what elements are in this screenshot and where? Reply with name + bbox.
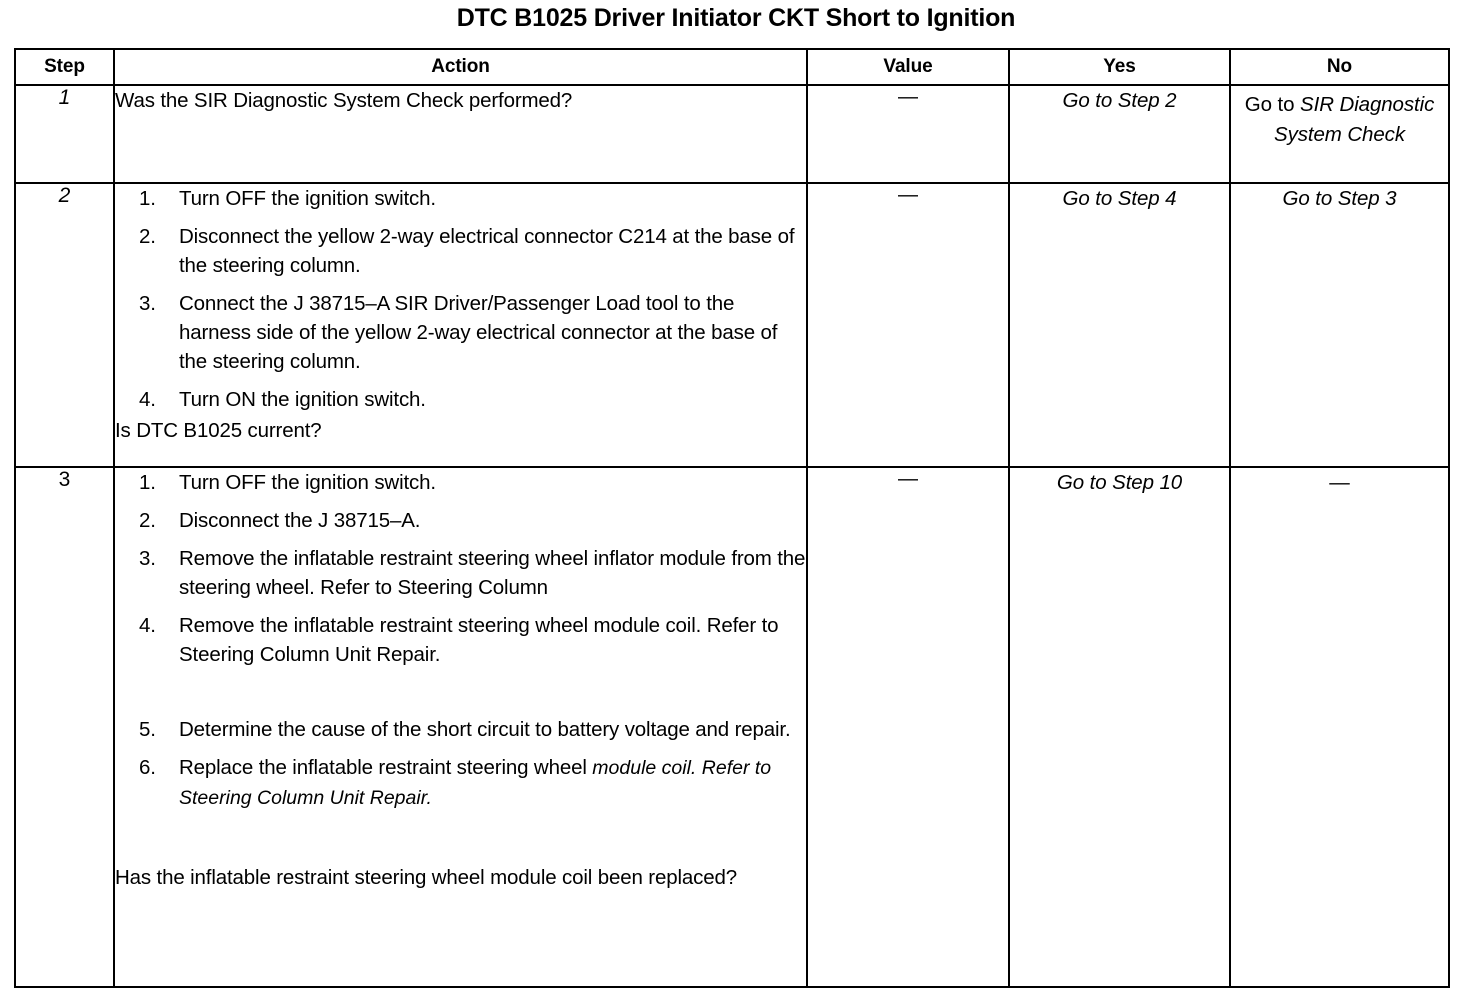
list-item-text: Disconnect the yellow 2-way electrical c… bbox=[179, 225, 795, 277]
action-cell: 1. Turn OFF the ignition switch. 2. Discon… bbox=[113, 182, 808, 468]
list-item: 5. Determine the cause of the short circu… bbox=[115, 715, 806, 744]
list-item-number: 1. bbox=[139, 471, 156, 494]
action-cell: 1. Turn OFF the ignition switch. 2. Discon… bbox=[113, 466, 808, 988]
column-header-yes: Yes bbox=[1008, 48, 1231, 86]
table-row: 3 1. Turn OFF the ignition switch. 2. Disc… bbox=[14, 466, 1450, 988]
list-item-text: Remove the inflatable restraint steering… bbox=[179, 614, 779, 666]
list-item-number: 6. bbox=[139, 756, 156, 779]
yes-cell: Go to Step 2 bbox=[1008, 84, 1231, 184]
list-item: 3. Connect the J 38715–A SIR Driver/Passe… bbox=[115, 289, 806, 376]
no-cell: Go to SIR Diagnostic System Check bbox=[1229, 84, 1450, 184]
list-item: 2. Disconnect the J 38715–A. bbox=[115, 506, 806, 535]
list-item-number: 3. bbox=[139, 292, 156, 315]
list-item-text: Turn ON the ignition switch. bbox=[179, 388, 426, 411]
action-question: Is DTC B1025 current? bbox=[115, 419, 322, 442]
list-item-text: Turn OFF the ignition switch. bbox=[179, 471, 436, 494]
list-item-text: Replace the inflatable restraint steerin… bbox=[179, 756, 593, 779]
diagnostic-table: Step Action Value Yes No 1 Was the SIR D… bbox=[14, 48, 1450, 988]
action-step-list: 1. Turn OFF the ignition switch. 2. Discon… bbox=[115, 468, 806, 813]
list-item-number: 4. bbox=[139, 614, 156, 637]
list-item: 4. Turn ON the ignition switch. bbox=[115, 385, 806, 414]
yes-cell: Go to Step 10 bbox=[1008, 466, 1231, 988]
no-emphasis: SIR Diagnostic System Check bbox=[1274, 93, 1435, 146]
action-question: Has the inflatable restraint steering wh… bbox=[115, 866, 737, 889]
step-number: 1 bbox=[14, 84, 115, 184]
step-number: 2 bbox=[14, 182, 115, 468]
list-item-number: 4. bbox=[139, 388, 156, 411]
list-item-text: Disconnect the J 38715–A. bbox=[179, 509, 421, 532]
list-item-number: 2. bbox=[139, 509, 156, 532]
list-item-number: 5. bbox=[139, 718, 156, 741]
list-item-number: 2. bbox=[139, 225, 156, 248]
no-cell: — bbox=[1229, 466, 1450, 988]
column-header-value: Value bbox=[806, 48, 1010, 86]
no-cell: Go to Step 3 bbox=[1229, 182, 1450, 468]
column-header-action: Action bbox=[113, 48, 808, 86]
list-item: 1. Turn OFF the ignition switch. bbox=[115, 468, 806, 497]
list-item: 6. Replace the inflatable restraint steer… bbox=[115, 753, 806, 813]
action-question: Was the SIR Diagnostic System Check perf… bbox=[115, 89, 573, 112]
list-item-text: Remove the inflatable restraint steering… bbox=[179, 547, 806, 599]
list-item-number: 1. bbox=[139, 187, 156, 210]
yes-cell: Go to Step 4 bbox=[1008, 182, 1231, 468]
list-item: 4. Remove the inflatable restraint steeri… bbox=[115, 611, 806, 669]
step-number: 3 bbox=[14, 466, 115, 988]
page-title: DTC B1025 Driver Initiator CKT Short to … bbox=[456, 4, 1016, 32]
list-item: 2. Disconnect the yellow 2-way electrical… bbox=[115, 222, 806, 280]
column-header-step: Step bbox=[14, 48, 115, 86]
list-item-text: Connect the J 38715–A SIR Driver/Passeng… bbox=[179, 292, 778, 373]
action-cell: Was the SIR Diagnostic System Check perf… bbox=[113, 84, 808, 184]
no-dash: — bbox=[1329, 471, 1350, 494]
table-row: 1 Was the SIR Diagnostic System Check pe… bbox=[14, 84, 1450, 184]
column-header-no: No bbox=[1229, 48, 1450, 86]
list-item: 3. Remove the inflatable restraint steeri… bbox=[115, 544, 806, 602]
list-item: 1. Turn OFF the ignition switch. bbox=[115, 184, 806, 213]
table-row: 2 1. Turn OFF the ignition switch. 2. Disc… bbox=[14, 182, 1450, 468]
list-item-text: Determine the cause of the short circuit… bbox=[179, 718, 791, 741]
table-header-row: Step Action Value Yes No bbox=[14, 48, 1450, 86]
list-item-number: 3. bbox=[139, 547, 156, 570]
value-cell: — bbox=[806, 84, 1010, 184]
list-item-text-continued: module coil. Refer to Steering Column Un… bbox=[179, 757, 772, 809]
list-item-text: Turn OFF the ignition switch. bbox=[179, 187, 436, 210]
value-cell: — bbox=[806, 182, 1010, 468]
no-prefix: Go to bbox=[1244, 93, 1301, 116]
value-cell: — bbox=[806, 466, 1010, 988]
action-step-list: 1. Turn OFF the ignition switch. 2. Discon… bbox=[115, 184, 806, 414]
